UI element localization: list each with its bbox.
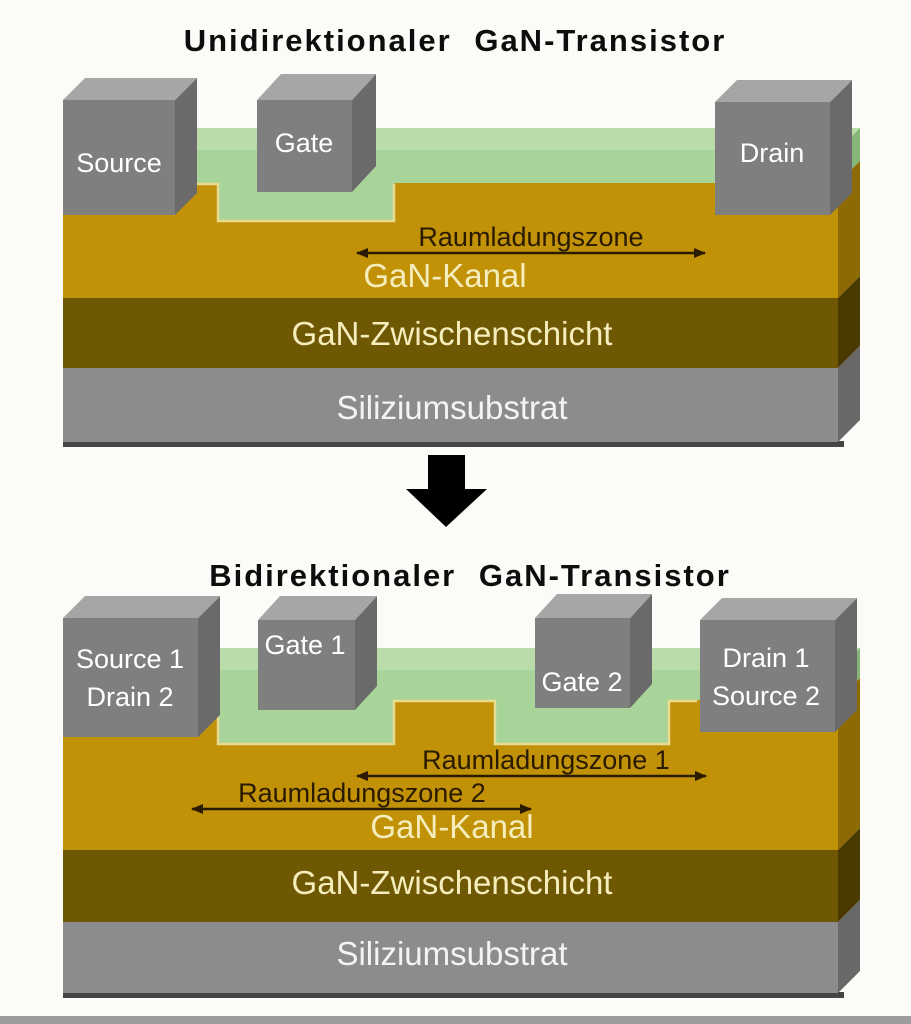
source1-drain2-contact xyxy=(63,618,198,737)
depletion-zone2-label: Raumladungszone 2 xyxy=(238,778,486,808)
gate2-contact-top-face xyxy=(535,594,652,618)
gate2-contact xyxy=(535,618,630,708)
source1-drain2-contact-side-face xyxy=(198,596,220,737)
substrate-layer xyxy=(63,368,838,442)
gate-contact-top-face xyxy=(257,74,376,100)
gate2-contact-side-face xyxy=(630,594,652,708)
bottom-border-strip xyxy=(0,1016,911,1024)
recess-outline xyxy=(193,182,396,223)
substrate-layer xyxy=(63,922,838,993)
depletion-zone-label: Raumladungszone xyxy=(418,222,643,252)
drain-label: Drain xyxy=(740,138,805,168)
arrow-down-icon xyxy=(406,455,487,527)
drain1-source2-contact xyxy=(700,620,835,732)
source1-drain2-contact-top-face xyxy=(63,596,220,618)
source-contact-side-face xyxy=(175,78,197,215)
gate-contact xyxy=(257,100,352,192)
drain1-label: Drain 1 xyxy=(722,643,809,673)
source-contact-top-face xyxy=(63,78,197,100)
drain-contact-top-face xyxy=(715,80,852,102)
bidirectional-title: Bidirektionaler GaN-Transistor xyxy=(209,558,731,593)
source1-label: Source 1 xyxy=(76,644,184,674)
substrate-side-face xyxy=(838,900,860,993)
substrate-side-face xyxy=(838,346,860,442)
drain-contact-side-face xyxy=(830,80,852,215)
gate1-label: Gate 1 xyxy=(264,630,345,660)
recess-outline xyxy=(198,699,697,746)
bidirectional-diagram: Bidirektionaler GaN-Transistor Source 1 … xyxy=(63,558,860,998)
interlayer-layer xyxy=(63,850,838,922)
channel-layer xyxy=(63,183,838,298)
gate-label: Gate xyxy=(275,128,334,158)
substrate-bottom-edge xyxy=(63,992,844,998)
source2-label: Source 2 xyxy=(712,681,820,711)
gate-contact-side-face xyxy=(352,74,376,192)
substrate-bottom-edge xyxy=(63,441,844,447)
drain2-label: Drain 2 xyxy=(86,682,173,712)
gate1-contact-side-face xyxy=(355,596,377,710)
channel-label: GaN-Kanal xyxy=(370,808,533,845)
interlayer-side-face xyxy=(838,828,860,922)
substrate-label: Siliziumsubstrat xyxy=(336,389,567,426)
source-label: Source xyxy=(76,148,162,178)
source-contact xyxy=(63,100,175,215)
interlayer-label: GaN-Zwischenschicht xyxy=(292,315,613,352)
interlayer-side-face xyxy=(838,276,860,368)
drain1-source2-contact-top-face xyxy=(700,598,857,620)
unidirectional-diagram: Unidirektionaler GaN-Transistor Source xyxy=(63,23,860,447)
drain-contact xyxy=(715,102,830,215)
gate1-contact-top-face xyxy=(258,596,377,620)
channel-label: GaN-Kanal xyxy=(363,257,526,294)
gate1-contact xyxy=(258,620,355,710)
interlayer-layer xyxy=(63,298,838,368)
drain1-source2-contact-side-face xyxy=(835,598,857,732)
unidirectional-title: Unidirektionaler GaN-Transistor xyxy=(184,23,727,58)
depletion-zone1-label: Raumladungszone 1 xyxy=(422,745,670,775)
substrate-label: Siliziumsubstrat xyxy=(336,935,567,972)
gate2-label: Gate 2 xyxy=(541,667,622,697)
interlayer-label: GaN-Zwischenschicht xyxy=(292,864,613,901)
